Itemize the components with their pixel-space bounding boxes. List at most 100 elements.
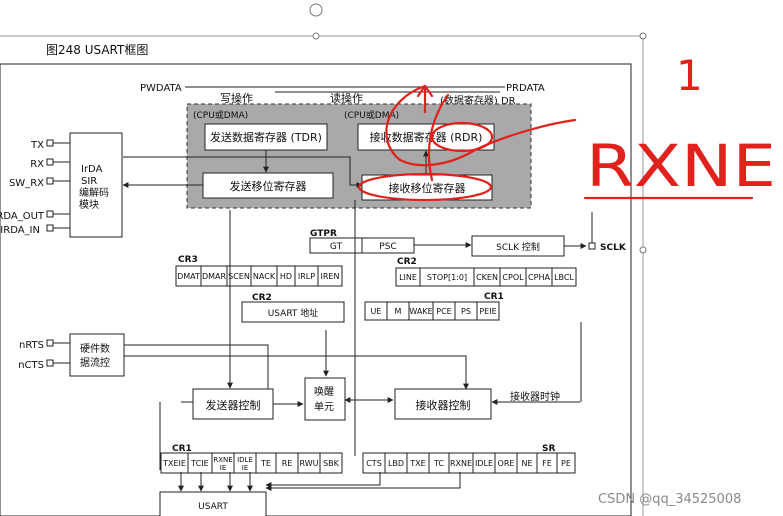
register-bit-label: PEIE <box>479 307 496 316</box>
register-bit-label: ORE <box>498 459 515 468</box>
usart-box-label: USART <box>198 502 228 512</box>
register-bit-label: WAKE <box>409 307 432 316</box>
register-bit-label: CPHA <box>528 273 550 282</box>
selection-handle[interactable] <box>312 32 320 40</box>
annotation-stroke <box>427 93 450 182</box>
register-bit-label: M <box>395 307 402 316</box>
wake-line-1: 唤醒 <box>314 385 334 398</box>
rx-ctrl-box <box>394 388 492 420</box>
tx-ctrl-label: 发送器控制 <box>206 398 261 412</box>
cr1-top-label: CR1 <box>484 292 504 302</box>
pwdata-label: PWDATA <box>140 83 182 94</box>
cr1-top-register: UE M WAKE PCE PS PEIE <box>364 301 500 321</box>
irda-line-2: SIR <box>81 176 97 187</box>
wake-line-2: 单元 <box>314 401 334 413</box>
cpu-dma-right: (CPU或DMA) <box>344 109 399 121</box>
register-bit-label: PE <box>561 459 571 468</box>
register-bit-label: IDLE <box>237 456 253 464</box>
pin-square <box>588 242 596 250</box>
register-bit-label: UE <box>371 307 382 316</box>
flow-to-rx <box>124 355 469 390</box>
register-bit-label: LINE <box>399 273 417 282</box>
irda-line-4: 模块 <box>79 199 99 211</box>
register-bit-cell <box>317 265 343 287</box>
rdr-box <box>357 123 495 151</box>
register-bit-label: TC <box>433 459 444 468</box>
pin-square <box>46 139 54 147</box>
register-bit-label: RE <box>282 459 293 468</box>
pin-square <box>46 339 54 347</box>
cr2-top-label: CR2 <box>397 257 417 267</box>
rotate-handle-icon[interactable] <box>309 3 323 17</box>
tx-ctrl-box <box>192 388 274 420</box>
pin-tx: TX <box>30 140 44 151</box>
register-bit-cell <box>319 452 343 474</box>
usart-addr-box <box>241 301 345 323</box>
register-bit-label: SBK <box>323 459 340 468</box>
rdr-label: 接收数据寄存器 (RDR) <box>370 130 483 144</box>
rdr-circle <box>430 121 494 153</box>
pin-square <box>46 224 54 232</box>
prdata-label: PRDATA <box>506 83 545 94</box>
register-bit-label: RWU <box>300 459 319 468</box>
register-bit-label: DMAT <box>177 272 200 281</box>
register-bit-label: HD <box>280 272 292 281</box>
register-bit-label: NE <box>521 459 532 468</box>
write-op-label: 写操作 <box>220 91 253 105</box>
irda-line-1: IrDA <box>81 164 103 175</box>
sr-label: SR <box>542 444 555 454</box>
cr2-addr-label: CR2 <box>252 293 272 303</box>
register-bit-label: TXE <box>409 459 425 468</box>
sclk-ctrl-label: SCLK 控制 <box>496 241 540 253</box>
register-bit-label: STOP[1:0] <box>427 273 467 282</box>
register-bit-cell <box>476 301 500 321</box>
pin-irda-in: IRDA_IN <box>0 225 40 236</box>
irda-box <box>69 132 123 238</box>
flow-ctrl-box <box>69 333 125 377</box>
pin-rx: RX <box>30 159 44 170</box>
annotation-curve <box>385 84 577 167</box>
diagram-frame <box>0 63 632 516</box>
irda-line-3: 编解码 <box>79 186 109 199</box>
pin-square <box>46 359 54 367</box>
register-bit-label: PCE <box>436 307 451 316</box>
register-bit-cell <box>556 452 576 474</box>
register-bit-label: CTS <box>366 459 382 468</box>
irda-to-rx-shift <box>123 156 363 188</box>
gt-label: GT <box>330 242 343 252</box>
register-bit-label: LBCL <box>554 273 574 282</box>
register-bit-label: RXNE <box>213 456 232 464</box>
register-bit-label: LBD <box>388 459 404 468</box>
rx-shift-circle <box>357 172 493 202</box>
flow-to-tx <box>124 344 269 392</box>
selection-handle[interactable] <box>639 246 647 254</box>
cr1-bottom-label: CR1 <box>172 444 192 454</box>
pin-ncts: nCTS <box>18 360 44 371</box>
register-bit-label: FE <box>542 459 552 468</box>
register-bit-label: IRLP <box>298 272 315 281</box>
pin-sclk: SCLK <box>600 243 627 253</box>
selection-handle[interactable] <box>639 32 647 40</box>
pin-nrts: nRTS <box>19 340 44 351</box>
register-bit-label: IDLE <box>475 459 493 468</box>
register-bit-label: CKEN <box>476 273 498 282</box>
tx-shift-label: 发送移位寄存器 <box>230 179 307 193</box>
gtpr-label: GTPR <box>310 229 337 239</box>
pin-sw-rx: SW_RX <box>9 178 44 189</box>
psc-label: PSC <box>379 242 396 252</box>
pin-square <box>46 177 54 185</box>
handwritten-rxne: RXNE <box>586 132 776 200</box>
watermark: CSDN @qq_34525008 <box>598 492 741 507</box>
register-bit-label: PS <box>461 307 471 316</box>
flow-line-1: 硬件数 <box>80 342 110 355</box>
figure-title: 图248 USART框图 <box>46 43 148 57</box>
register-bit-label: TXEIE <box>162 459 186 468</box>
register-bit-label: IE <box>242 464 249 472</box>
read-op-label: 读操作 <box>330 91 363 105</box>
usart-addr-text: USART 地址 <box>268 307 319 319</box>
rx-clock-label: 接收器时钟 <box>510 390 560 403</box>
register-bit-label: DMAR <box>202 272 227 281</box>
